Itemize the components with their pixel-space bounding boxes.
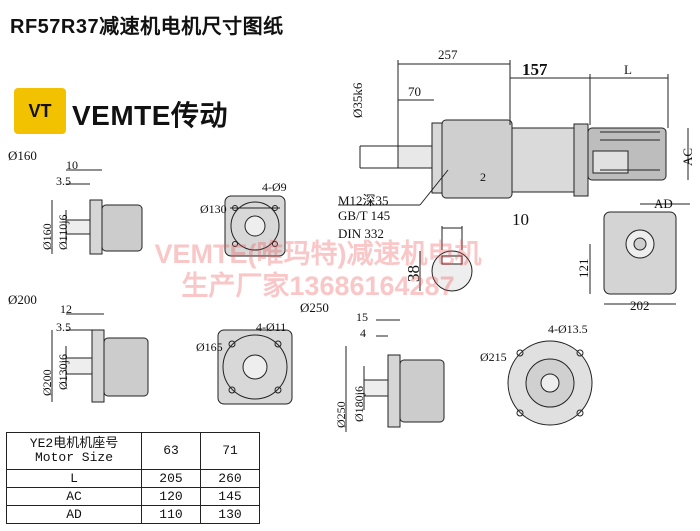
flange-250-pcd: Ø215 bbox=[480, 350, 507, 364]
flange-160-d160: Ø160 bbox=[40, 223, 54, 250]
dim-shaft-dia: Ø35k6 bbox=[350, 82, 365, 118]
flange-200-d130: Ø130j6 bbox=[56, 354, 70, 390]
flange-250-d180: Ø180j6 bbox=[352, 386, 366, 422]
dim-AD: AD bbox=[654, 196, 673, 211]
flange-200-title: Ø200 bbox=[8, 292, 37, 307]
header-en: Motor Size bbox=[34, 450, 113, 465]
row-value: 120 bbox=[141, 487, 201, 506]
side-view-assembly bbox=[397, 119, 667, 199]
flange-160-d35: 3.5 bbox=[56, 174, 71, 188]
header-cn: YE2电机机座号 bbox=[29, 436, 119, 451]
flange-160-d110: Ø110j6 bbox=[56, 214, 70, 250]
page-title: RF57R37减速机电机尺寸图纸 bbox=[10, 16, 284, 38]
flange-250-d250: Ø250 bbox=[334, 401, 348, 428]
flange-250-title: Ø250 bbox=[300, 300, 329, 315]
flange-250-d15: 15 bbox=[356, 310, 368, 324]
flange-160-pcd: Ø130 bbox=[200, 202, 227, 216]
key-height: 38 bbox=[404, 265, 423, 282]
logo-text: VEMTE传动 bbox=[72, 100, 228, 131]
row-value: 205 bbox=[141, 469, 201, 488]
row-name: AC bbox=[6, 487, 142, 506]
row-value: 260 bbox=[200, 469, 260, 488]
thread-note-2: GB/T 145 bbox=[338, 208, 391, 223]
dim-157: 157 bbox=[522, 60, 548, 79]
flange-200-holes: 4-Ø11 bbox=[256, 320, 287, 334]
flange-200-d35: 3.5 bbox=[56, 320, 71, 334]
brand-logo: VT VEMTE传动 bbox=[14, 88, 254, 134]
flange-250-holes: 4-Ø13.5 bbox=[548, 322, 588, 336]
dim-AC: AC bbox=[680, 147, 695, 166]
flange-160-title: Ø160 bbox=[8, 148, 37, 163]
row-name: L bbox=[6, 469, 142, 488]
flange-200-d12: 12 bbox=[60, 302, 72, 316]
flange-250-d4: 4 bbox=[360, 326, 366, 340]
dim-L: L bbox=[624, 62, 632, 77]
dim-257: 257 bbox=[438, 47, 458, 62]
table-row: AC 120 145 bbox=[6, 487, 260, 506]
key-width: 10 bbox=[512, 210, 529, 229]
dim-70: 70 bbox=[408, 84, 421, 99]
dim-202: 202 bbox=[630, 298, 650, 313]
table-row: L 205 260 bbox=[6, 469, 260, 488]
flange-160-holes: 4-Ø9 bbox=[262, 180, 287, 194]
row-value: 130 bbox=[200, 505, 260, 524]
logo-mark-icon: VT bbox=[14, 88, 66, 134]
row-value: 110 bbox=[141, 505, 201, 524]
table-col-63: 63 bbox=[141, 432, 201, 470]
dim-121: 121 bbox=[576, 258, 591, 279]
motor-size-table: YE2电机机座号 Motor Size 63 71 L 205 260 AC 1… bbox=[6, 432, 260, 524]
flange-200-pcd: Ø165 bbox=[196, 340, 223, 354]
thread-note-3: DIN 332 bbox=[338, 226, 384, 241]
table-header-label: YE2电机机座号 Motor Size bbox=[6, 432, 142, 470]
table-row: AD 110 130 bbox=[6, 505, 260, 524]
row-value: 145 bbox=[200, 487, 260, 506]
flange-160-d10: 10 bbox=[66, 158, 78, 172]
row-name: AD bbox=[6, 505, 142, 524]
dim-2: 2 bbox=[480, 170, 486, 184]
thread-note-1: M12深35 bbox=[338, 193, 389, 208]
table-col-71: 71 bbox=[200, 432, 260, 470]
flange-200-d200: Ø200 bbox=[40, 369, 54, 396]
table-header-row: YE2电机机座号 Motor Size 63 71 bbox=[6, 432, 260, 470]
